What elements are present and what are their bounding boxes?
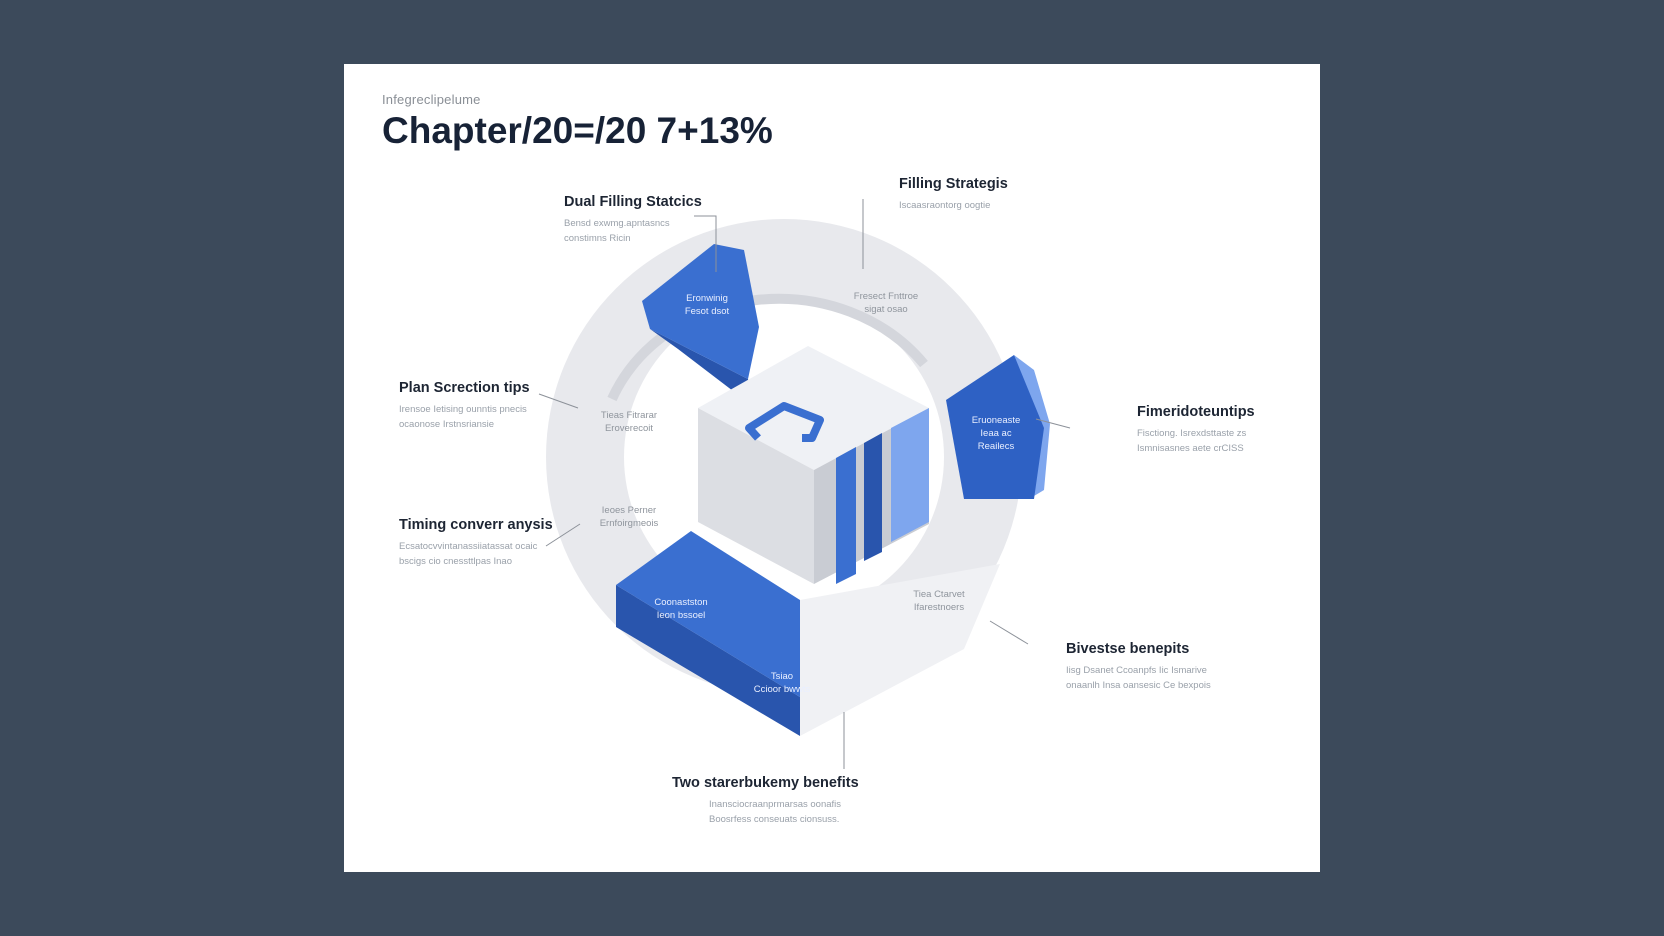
segment-label-line: Ifarestnoers [913, 602, 965, 613]
segment-label-top-left: Eronwinig Fesot dsot [662, 292, 752, 318]
callout-desc: Iscaasraontorg oogtie [899, 198, 1008, 213]
blue-segment-top-left [642, 244, 759, 407]
callout-bivestse: Bivestse benepits Iisg Dsanet Ccoanpfs I… [1066, 641, 1211, 693]
supertitle: Infegreclipelume [382, 92, 481, 107]
connector-lines [538, 199, 1071, 769]
callout-desc: Bensd exwmg.apntasncs constimns Ricin [564, 216, 702, 246]
callout-desc-line: Ismnisasnes aete crCISS [1137, 443, 1244, 454]
callout-dual-filling: Dual Filling Statcics Bensd exwmg.apntas… [564, 194, 702, 246]
callout-title: Bivestse benepits [1066, 641, 1190, 657]
callout-desc-line: Bensd exwmg.apntasncs [564, 218, 670, 229]
blue-segment-right [946, 355, 1050, 499]
segment-label-line: Ieon bssoel [656, 610, 706, 621]
callout-desc-line: ocaonose Irstnsriansie [399, 419, 495, 430]
callout-title: Timing converr anysis [399, 517, 553, 533]
callout-title: Two starerbukemy benefits [672, 775, 859, 791]
segment-label-bottom-left: Coonastston Ieon bssoel [636, 596, 726, 622]
callout-fimeride: Fimeridoteuntips Fisctiong. Isrexdsttast… [1137, 404, 1255, 456]
callout-desc-line: Boosrfess conseuats cionsuss. [709, 814, 840, 825]
callout-desc-line: Inansciocraanprmarsas oonafis [709, 799, 842, 810]
callout-filling-strategies: Filling Strategis Iscaasraontorg oogtie [899, 176, 1008, 213]
callout-title: Dual Filling Statcics [564, 194, 702, 210]
blue-block-bottom-left [616, 531, 800, 736]
callout-desc-line: Ecsatocvvintanassiiatassat ocaic [399, 541, 538, 552]
segment-label-line: Fesot dsot [684, 306, 730, 317]
callout-desc-line: onaanlh Insa oansesic Ce bexpois [1066, 680, 1211, 691]
callout-desc-line: constimns Ricin [564, 233, 631, 244]
callout-title: Plan Screction tips [399, 380, 530, 396]
lower-right-shade [800, 564, 1000, 736]
segment-label-line: sigat osao [864, 304, 908, 315]
callout-desc-line: Iscaasraontorg oogtie [899, 200, 991, 211]
callout-two-stare: Two starerbukemy benefits Inansciocraanp… [672, 775, 859, 827]
cube-logo-icon [745, 402, 824, 442]
cycle-diagram [538, 199, 1071, 769]
callout-desc: Iisg Dsanet Ccoanpfs Iic Ismarive onaanl… [1066, 663, 1211, 693]
segment-label-right: Eruoneaste Ieaa ac Reailecs [956, 414, 1036, 453]
callout-desc-line: bscigs cio cnessttlpas Inao [399, 556, 513, 567]
segment-label-top: Fresect Fnttroe sigat osao [836, 290, 936, 316]
segment-label-line: Ieoes Perner [601, 505, 657, 516]
segment-label-left-lower: Ieoes Perner Ernfoirgmeois [584, 504, 674, 530]
callout-timing: Timing converr anysis Ecsatocvvintanassi… [399, 517, 553, 569]
callout-title: Fimeridoteuntips [1137, 404, 1255, 420]
inner-ring-shade [607, 293, 928, 402]
segment-label-line: Tsiao [770, 671, 794, 682]
callout-plan-screction: Plan Screction tips Irensoe Ietising oun… [399, 380, 530, 432]
callout-desc: Irensoe Ietising ounntis pnecis ocaonose… [399, 402, 530, 432]
segment-label-bottom-right: Tiea Ctarvet Ifarestnoers [894, 588, 984, 614]
callout-desc: Fisctiong. Isrexdsttaste zs Ismnisasnes … [1137, 426, 1255, 456]
center-cube [698, 346, 929, 584]
segment-label-bottom-center: Tsiao Ccioor bwwts [746, 670, 818, 696]
callout-title: Filling Strategis [899, 176, 1008, 192]
page-title: Chapter/20=/20 7+13% [382, 110, 773, 151]
segment-label-line: Ieaa ac [980, 428, 1012, 439]
segment-label-line: Eroverecoit [604, 423, 654, 434]
segment-label-left-upper: Tieas Fitrarar Eroverecoit [584, 409, 674, 435]
segment-label-line: Coonastston [654, 597, 708, 608]
callout-desc: Inansciocraanprmarsas oonafis Boosrfess … [672, 797, 859, 827]
segment-label-line: Eronwinig [686, 293, 728, 304]
callout-desc-line: Fisctiong. Isrexdsttaste zs [1137, 428, 1247, 439]
callout-desc-line: Irensoe Ietising ounntis pnecis [399, 404, 527, 415]
segment-label-line: Tieas Fitrarar [600, 410, 658, 421]
segment-label-line: Tiea Ctarvet [913, 589, 965, 600]
segment-label-line: Fresect Fnttroe [853, 291, 919, 302]
infographic-slide: Infegreclipelume Chapter/20=/20 7+13% Du… [344, 64, 1320, 872]
callout-desc: Ecsatocvvintanassiiatassat ocaic bscigs … [399, 539, 553, 569]
segment-label-line: Ccioor bwwts [753, 684, 811, 695]
segment-label-line: Ernfoirgmeois [599, 518, 659, 529]
segment-label-line: Reailecs [977, 441, 1015, 452]
segment-label-line: Eruoneaste [971, 415, 1021, 426]
callout-desc-line: Iisg Dsanet Ccoanpfs Iic Ismarive [1066, 665, 1207, 676]
